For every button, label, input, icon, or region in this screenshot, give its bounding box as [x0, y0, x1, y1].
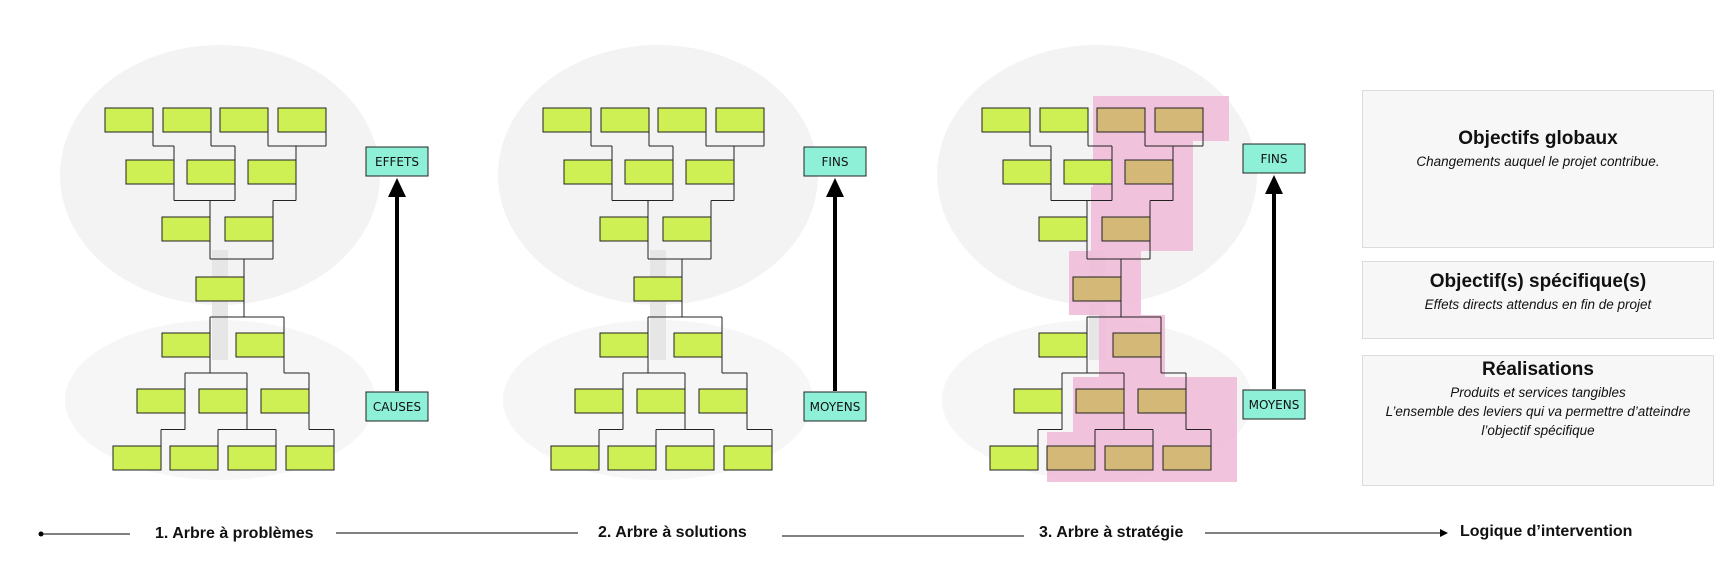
tag-box-top [365, 146, 429, 177]
timeline-arrowhead [1440, 529, 1448, 537]
tree-node-box [169, 445, 219, 471]
tree-node-box [125, 159, 175, 185]
step-label-solutions: 2. Arbre à solutions [598, 524, 747, 541]
tree-node-box [1063, 159, 1113, 185]
tree-node-box [1124, 159, 1174, 185]
tree-node-box [198, 388, 248, 414]
tag-box-bottom [365, 391, 429, 422]
tree-node-box [715, 107, 765, 133]
tree-node-box [112, 445, 162, 471]
tree-node-box [1072, 276, 1122, 302]
tree-node-box [665, 445, 715, 471]
panel-line: l’objectif spécifique [1481, 423, 1595, 438]
panel-specific-objectives: Objectif(s) spécifique(s) Effets directs… [1362, 261, 1714, 339]
tree-node-box [1039, 107, 1089, 133]
panel-title: Réalisations [1482, 359, 1594, 380]
tag-box-top [1242, 143, 1306, 174]
tree-node-box [1154, 107, 1204, 133]
tree-node-box [563, 159, 613, 185]
tree-node-box [161, 332, 211, 358]
tree-node-box [104, 107, 154, 133]
tree-node-box [161, 216, 211, 242]
up-arrow-head [388, 178, 406, 197]
tree-node-box [195, 276, 245, 302]
tree-node-box [1038, 332, 1088, 358]
tree-node-box [657, 107, 707, 133]
tree-node-box [636, 388, 686, 414]
up-arrow-head [826, 178, 844, 197]
tree-node-box [219, 107, 269, 133]
step-label-problems: 1. Arbre à problèmes [155, 525, 314, 542]
tree-node-box [981, 107, 1031, 133]
tree-node-box [633, 276, 683, 302]
tree-node-box [550, 445, 600, 471]
tag-label-bottom: MOYENS [810, 400, 861, 414]
tree-trunk-shape [650, 250, 666, 360]
step-label-strategy: 3. Arbre à stratégie [1039, 524, 1184, 541]
tag-box-bottom [1242, 389, 1306, 420]
panel-title: Objectifs globaux [1458, 128, 1618, 149]
tag-box-bottom [803, 391, 867, 422]
tree-node-box [285, 445, 335, 471]
tree-node-box [1104, 445, 1154, 471]
step-label-intervention-logic: Logique d’intervention [1460, 523, 1633, 540]
tree-node-box [247, 159, 297, 185]
tree-node-box [723, 445, 773, 471]
tree-node-box [698, 388, 748, 414]
tree-connectors [152, 132, 335, 446]
tree-node-box [989, 445, 1039, 471]
tree-connectors [590, 132, 773, 446]
panel-line: Effets directs attendus en fin de projet [1424, 297, 1652, 312]
tree-node-box [227, 445, 277, 471]
tree-node-box [1137, 388, 1187, 414]
panel-title: Objectif(s) spécifique(s) [1429, 271, 1647, 292]
tree-node-box [277, 107, 327, 133]
tree-node-box [224, 216, 274, 242]
tree-node-box [235, 332, 285, 358]
panel-global-objectives: Objectifs globaux Changements auquel le … [1362, 90, 1714, 248]
tree-node-box [600, 107, 650, 133]
tree-node-box [1075, 388, 1125, 414]
tag-box-top [803, 146, 867, 177]
tree-node-box [574, 388, 624, 414]
tree-node-box [1002, 159, 1052, 185]
tree-node-box [662, 216, 712, 242]
tree-node-box [1101, 216, 1151, 242]
tree-node-box [260, 388, 310, 414]
tree-node-box [685, 159, 735, 185]
tag-label-top: EFFETS [375, 155, 419, 169]
tree-node-box [1112, 332, 1162, 358]
tree-node-box [1162, 445, 1212, 471]
tag-label-top: FINS [1260, 152, 1287, 166]
tag-label-top: FINS [821, 155, 848, 169]
tag-label-bottom: MOYENS [1249, 398, 1300, 412]
tree-node-box [1013, 388, 1063, 414]
tree-node-box [186, 159, 236, 185]
tree-connectors [1029, 132, 1212, 446]
panel-line: Produits et services tangibles [1450, 385, 1626, 400]
tree-node-box [162, 107, 212, 133]
tree-node-box [1046, 445, 1096, 471]
tree-node-box [599, 332, 649, 358]
tree-node-box [542, 107, 592, 133]
panel-outputs: Réalisations Produits et services tangib… [1362, 355, 1714, 486]
tag-label-bottom: CAUSES [373, 400, 421, 414]
tree-node-box [624, 159, 674, 185]
up-arrow-head [1265, 175, 1283, 194]
tree-node-box [599, 216, 649, 242]
tree-trunk-shape [212, 250, 228, 360]
tree-node-box [1096, 107, 1146, 133]
tree-node-box [607, 445, 657, 471]
panel-line: Changements auquel le projet contribue. [1416, 154, 1660, 169]
tree-node-box [1038, 216, 1088, 242]
tree-node-box [136, 388, 186, 414]
panel-line: L’ensemble des leviers qui va permettre … [1385, 404, 1691, 419]
tree-node-box [673, 332, 723, 358]
